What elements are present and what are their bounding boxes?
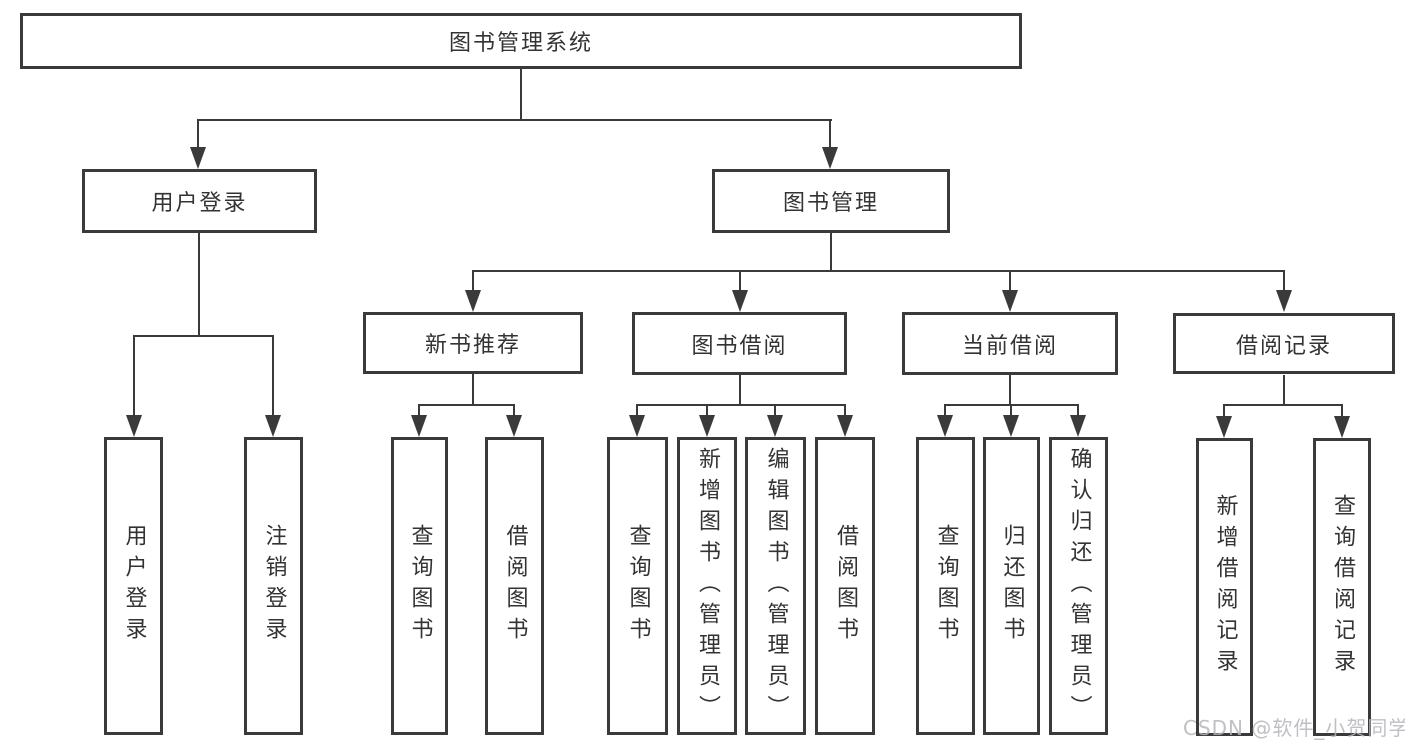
arrow-down-icon: [506, 415, 522, 437]
connector-book-borrow-rail: [636, 404, 845, 406]
connector-user-login-stem: [198, 232, 200, 337]
connector-borrow-records-stem: [1283, 375, 1285, 405]
csdn-watermark: CSDN @软件_小贺同学: [1183, 716, 1405, 740]
arrow-down-icon: [465, 290, 481, 312]
connector-new-book-rail: [418, 404, 515, 406]
node-book-management: 图书管理: [712, 169, 950, 233]
connector-to-leaf: [1010, 404, 1012, 419]
leaf-label: 确认归还（管理员）: [1066, 446, 1092, 726]
connector-root-stem: [520, 69, 522, 121]
leaf-borrow-books-borrow: 借阅图书: [815, 437, 875, 735]
leaf-label: 借阅图书: [502, 524, 528, 648]
node-user-login: 用户登录: [82, 169, 317, 233]
arrow-down-icon: [1216, 416, 1232, 438]
arrow-down-icon: [937, 415, 953, 437]
connector-user-login-rail: [133, 335, 274, 337]
arrow-down-icon: [126, 415, 142, 437]
arrow-down-icon: [629, 415, 645, 437]
leaf-label: 用户登录: [121, 524, 147, 648]
leaf-user-login: 用户登录: [104, 437, 163, 735]
connector-to-user-login: [197, 119, 199, 154]
connector-to-leaf: [272, 335, 274, 420]
leaf-borrow-books-recommend: 借阅图书: [485, 437, 544, 735]
connector-book-management-stem: [830, 232, 832, 272]
connector-to-current-borrow: [1009, 270, 1011, 295]
arrow-down-icon: [1334, 416, 1350, 438]
connector-to-leaf: [774, 404, 776, 419]
connector-to-leaf: [1223, 404, 1225, 419]
leaf-label: 归还图书: [999, 524, 1025, 648]
leaf-query-borrow-record: 查询借阅记录: [1313, 438, 1371, 736]
arrow-down-icon: [1003, 415, 1019, 437]
arrow-down-icon: [822, 147, 838, 169]
connector-book-borrow-stem: [739, 375, 741, 405]
arrow-down-icon: [411, 415, 427, 437]
arrow-down-icon: [732, 290, 748, 312]
connector-to-leaf: [1341, 404, 1343, 419]
node-new-book-recommend: 新书推荐: [363, 312, 583, 374]
connector-to-leaf: [944, 404, 946, 419]
connector-to-book-borrow: [739, 270, 741, 295]
leaf-query-books-current: 查询图书: [916, 437, 975, 735]
leaf-label: 新增借阅记录: [1212, 494, 1238, 680]
leaf-return-books: 归还图书: [983, 437, 1040, 735]
arrow-down-icon: [767, 415, 783, 437]
connector-level1-rail: [197, 119, 832, 121]
connector-to-leaf: [418, 404, 420, 419]
leaf-label: 新增图书（管理员）: [695, 446, 720, 726]
leaf-add-borrow-record: 新增借阅记录: [1196, 438, 1253, 736]
leaf-query-books-recommend: 查询图书: [391, 437, 448, 735]
connector-to-book-management: [829, 119, 831, 154]
leaf-label: 查询借阅记录: [1330, 494, 1355, 680]
connector-to-leaf: [1077, 404, 1079, 419]
leaf-query-books-borrow: 查询图书: [607, 437, 668, 735]
arrow-down-icon: [1276, 290, 1292, 312]
leaf-logout: 注销登录: [244, 437, 303, 735]
leaf-confirm-return-admin: 确认归还（管理员）: [1049, 437, 1108, 735]
arrow-down-icon: [837, 415, 853, 437]
node-borrow-records: 借阅记录: [1173, 313, 1395, 374]
connector-to-leaf: [844, 404, 846, 419]
connector-to-leaf: [513, 404, 515, 419]
leaf-add-book-admin: 新增图书（管理员）: [677, 437, 737, 735]
leaf-label: 编辑图书（管理员）: [763, 446, 789, 726]
node-book-borrow: 图书借阅: [632, 312, 847, 375]
connector-to-leaf: [706, 404, 708, 419]
leaf-label: 查询图书: [625, 524, 651, 648]
connector-to-leaf: [636, 404, 638, 419]
leaf-label: 查询图书: [933, 524, 959, 648]
arrow-down-icon: [699, 415, 715, 437]
arrow-down-icon: [265, 415, 281, 437]
leaf-label: 查询图书: [407, 524, 433, 648]
connector-to-new-book: [472, 270, 474, 295]
connector-to-borrow-records: [1283, 270, 1285, 295]
leaf-label: 借阅图书: [833, 524, 858, 648]
arrow-down-icon: [190, 147, 206, 169]
node-library-management-system: 图书管理系统: [20, 13, 1022, 69]
connector-level3-rail: [472, 270, 1285, 272]
leaf-label: 注销登录: [261, 524, 287, 648]
connector-to-leaf: [133, 335, 135, 420]
connector-current-borrow-stem: [1009, 374, 1011, 405]
connector-new-book-stem: [472, 374, 474, 405]
connector-borrow-records-rail: [1223, 404, 1343, 406]
node-current-borrow: 当前借阅: [902, 312, 1118, 375]
leaf-edit-book-admin: 编辑图书（管理员）: [745, 437, 806, 735]
arrow-down-icon: [1002, 290, 1018, 312]
arrow-down-icon: [1070, 415, 1086, 437]
